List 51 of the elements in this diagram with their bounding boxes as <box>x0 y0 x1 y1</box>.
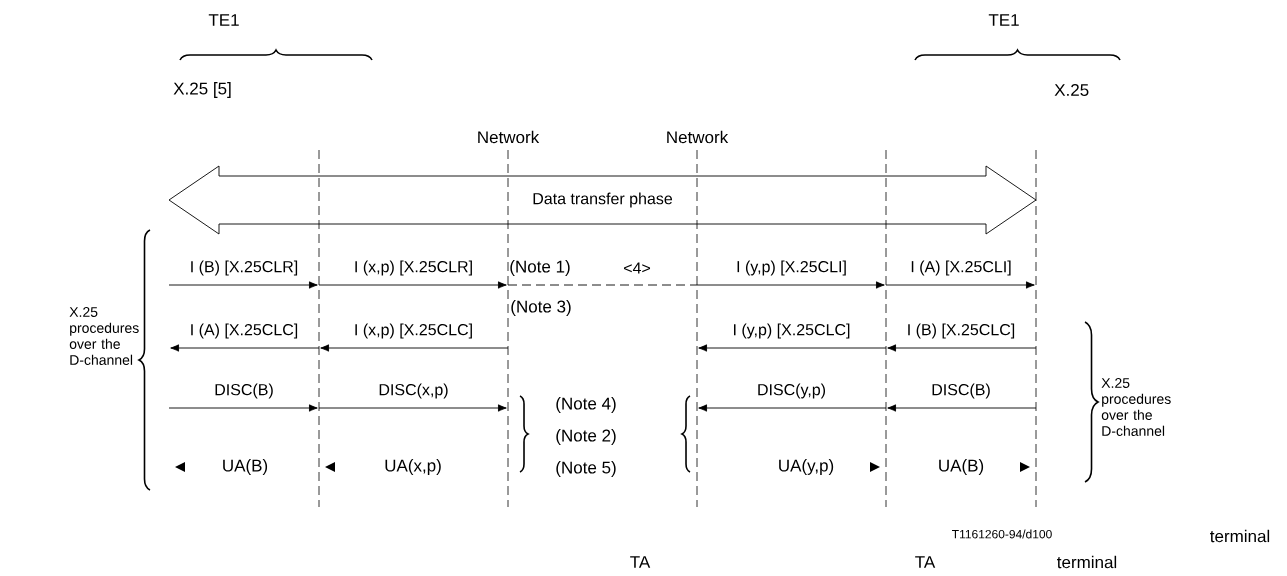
arrow <box>698 404 887 412</box>
arrow <box>318 281 507 289</box>
edge-label: I (B) [X.25CLR] <box>188 259 300 277</box>
edge-label: I (y,p) [X.25CLC] <box>731 322 852 340</box>
block-arrow <box>168 165 1037 235</box>
lifeline <box>885 149 887 508</box>
note-text: terminal <box>1057 555 1117 569</box>
arrow <box>320 344 509 352</box>
edge-label: DISC(y,p) <box>756 382 828 400</box>
edge-label: I (x,p) [X.25CLC] <box>352 322 475 340</box>
edge-label: DISC(B) <box>213 382 275 400</box>
arrow <box>170 344 320 352</box>
edge-label: DISC(x,p) <box>377 382 450 400</box>
note-text: TE1 <box>208 14 239 26</box>
note-text: UA(x,p) <box>385 459 441 475</box>
edge-label: <4> <box>622 261 652 275</box>
note-text: (Note 2) <box>556 429 616 445</box>
bracket-label: X.25 procedures over the D-channel <box>1101 378 1171 436</box>
lifeline <box>507 149 509 508</box>
arrow <box>168 281 318 289</box>
note-text: TA <box>630 556 651 568</box>
edge-label: Data transfer phase <box>531 191 674 209</box>
lifeline <box>318 149 320 508</box>
bracket-label: X.25 procedures over the D-channel <box>69 307 139 365</box>
arrow <box>885 281 1035 289</box>
arrow <box>318 404 507 412</box>
note-text: UA(B) <box>939 459 984 475</box>
lifeline <box>1035 149 1037 508</box>
note-text: X.25 [5] <box>173 82 231 98</box>
note-text: terminal <box>1210 529 1270 543</box>
note-text: TE1 <box>988 14 1019 26</box>
note-text: TA <box>915 556 936 568</box>
edge-label: I (A) [X.25CLC] <box>188 322 300 340</box>
edge-label: DISC(B) <box>930 382 992 400</box>
arrow <box>168 404 318 412</box>
arrow <box>696 281 885 289</box>
edge-label: I (y,p) [X.25CLI] <box>735 259 848 277</box>
note-text: (Note 3) <box>511 300 571 316</box>
note-text: (Note 4) <box>556 397 616 413</box>
edge-label: I (x,p) [X.25CLR] <box>352 259 475 277</box>
arrow <box>698 344 887 352</box>
arrow <box>887 404 1037 412</box>
note-text: UA(y,p) <box>779 459 834 475</box>
note-text: (Note 5) <box>556 461 616 477</box>
lifeline-caption: Network <box>667 130 729 144</box>
edge-label: I (B) [X.25CLC] <box>905 322 1017 340</box>
edge-label: I (A) [X.25CLI] <box>909 259 1013 277</box>
arrow <box>887 344 1037 352</box>
lifeline <box>696 149 698 508</box>
lifeline-caption: X.25 <box>1054 84 1089 97</box>
lifeline-caption: Network <box>478 130 540 144</box>
